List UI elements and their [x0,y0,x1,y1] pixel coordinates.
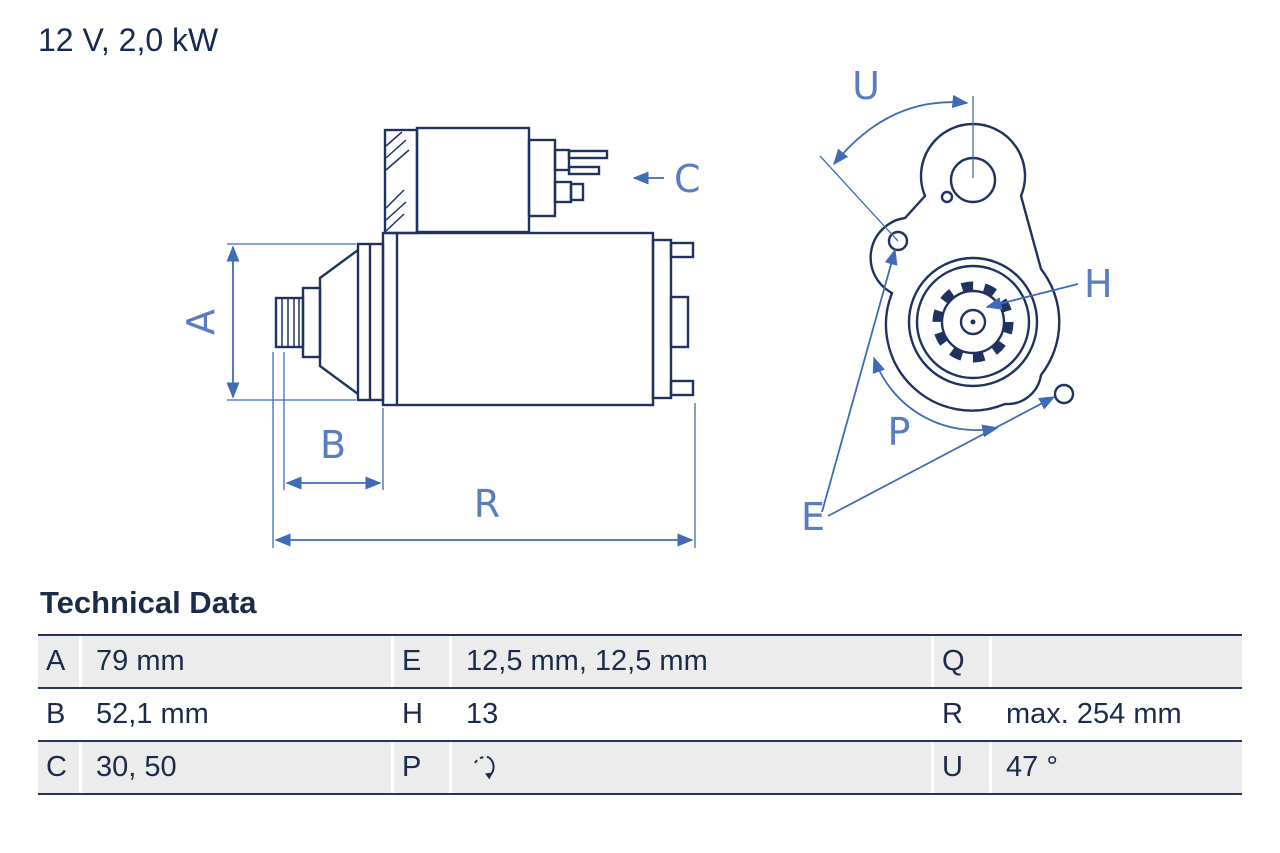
spec-value-Q [992,636,1242,687]
dim-E-leader-lower [827,396,1056,517]
dim-B-extension [283,352,384,490]
spec-value-P [452,742,934,793]
spec-value-C: 30, 50 [82,742,394,793]
label-P: P [888,410,911,454]
spec-key-E: E [394,636,452,687]
solenoid [415,126,531,234]
dim-P-arc [872,356,999,438]
spec-value-U: 47 ° [992,742,1242,793]
spec-value-R: max. 254 mm [1006,698,1182,730]
spec-key-R: R [934,689,992,740]
spec-key-A: A [38,636,82,687]
side-view [274,126,695,407]
spec-key-H: H [394,689,452,740]
motor-body [381,231,655,407]
table-row: A 79 mm E 12,5 mm, 12,5 mm Q [38,636,1242,689]
label-B: B [320,423,346,467]
pinion [274,296,305,349]
label-U: U [852,64,880,108]
starter-motor-diagram: A B C R U H P E [179,64,1113,548]
dimensions [226,95,1079,548]
dim-H-leader [985,283,1079,310]
dimension-labels: A B C R U H P E [179,64,1113,539]
dim-R-extension [272,352,696,548]
spec-key-U: U [934,742,992,793]
mounting-hole-upper [887,230,909,252]
drive-cone [318,249,359,395]
spec-value-A: 79 mm [82,636,394,687]
terminal-stud [567,149,609,160]
terminal-stud [567,165,601,176]
spec-key-P: P [394,742,452,793]
spec-value-E: 12,5 mm, 12,5 mm [452,636,934,687]
label-R: R [474,482,500,526]
page-title: 12 V, 2,0 kW [38,22,219,58]
spec-value-B: 52,1 mm [82,689,394,740]
dim-A-extension [227,243,356,401]
technical-data-table: A 79 mm E 12,5 mm, 12,5 mm Q B 52,1 mm H… [38,634,1242,795]
technical-drawing: A B C R U H P E [179,64,1113,548]
dim-E-leader-upper [821,248,898,513]
spec-key-Q: Q [934,636,992,687]
mounting-hole-lower [1053,383,1075,405]
label-A: A [179,309,223,335]
technical-data-section: Technical Data A 79 mm E 12,5 mm, 12,5 m… [38,585,1242,795]
front-view [869,122,1075,412]
table-row: B 52,1 mm H 13 R max. 254 mm [38,689,1242,742]
table-heading: Technical Data [40,585,257,620]
pinion-hub [959,308,987,336]
label-C: C [674,157,701,201]
spec-key-B: B [38,689,82,740]
table-row: C 30, 50 P U 47 ° [38,742,1242,795]
dim-U-arc [832,95,969,166]
spec-value-H: 13 [452,689,934,740]
spec-key-C: C [38,742,82,793]
rotation-direction-icon [474,755,495,779]
label-E: E [801,495,825,539]
label-H: H [1084,262,1113,306]
end-plate [651,238,673,400]
dim-U-extension [819,96,974,242]
